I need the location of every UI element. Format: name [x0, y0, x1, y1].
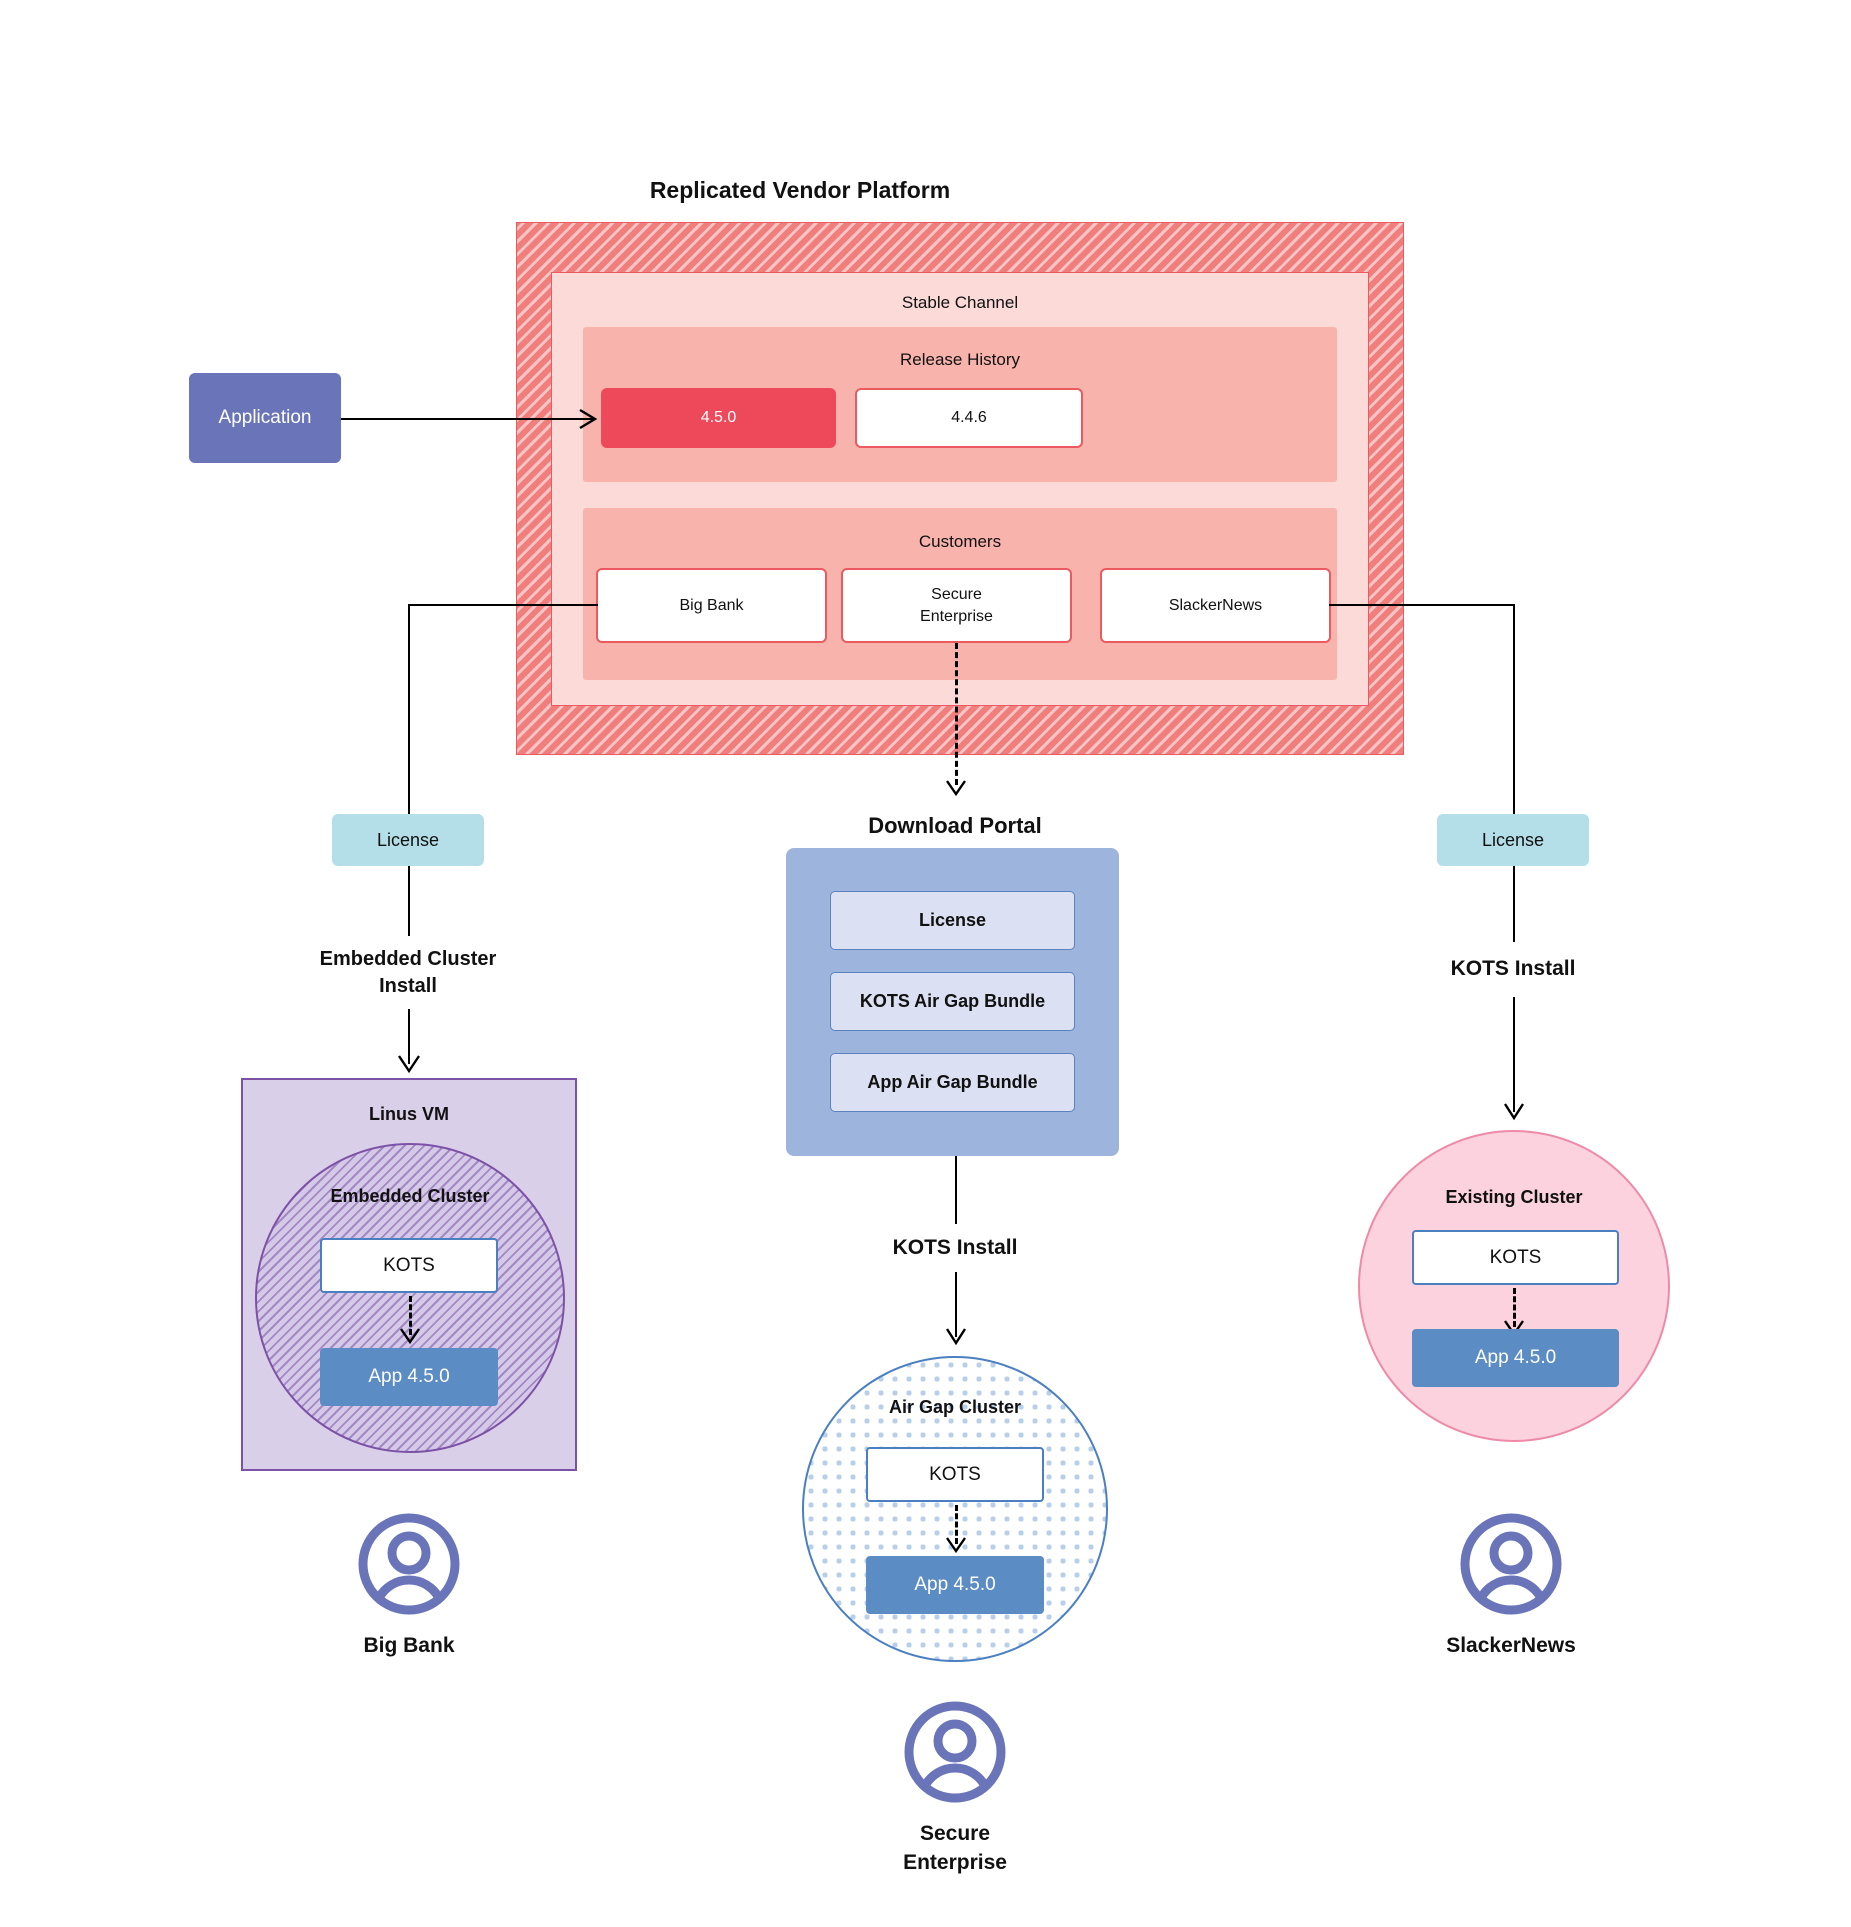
existing-cluster-label: Existing Cluster: [1445, 1186, 1583, 1207]
release-item-previous[interactable]: 4.4.6: [855, 388, 1083, 448]
arrow-head-icon-center-app: [946, 1537, 966, 1554]
connector-secure-enterprise-dashed: [955, 643, 958, 785]
app-version-box-existing[interactable]: App 4.5.0: [1412, 1329, 1619, 1387]
connector-kots-to-app-center: [955, 1505, 958, 1544]
arrow-head-icon-application: [579, 408, 598, 430]
arrow-head-icon-left-vm: [398, 1055, 420, 1074]
app-version-box-air-gap[interactable]: App 4.5.0: [866, 1556, 1044, 1614]
kots-box-air-gap[interactable]: KOTS: [866, 1447, 1044, 1502]
arrow-head-icon-left-app: [400, 1328, 420, 1345]
customer-item-secure-enterprise[interactable]: Secure Enterprise: [841, 568, 1072, 643]
connector-portal-down: [955, 1156, 957, 1224]
customer-label-secure-enterprise-line1: Secure: [919, 1822, 991, 1845]
license-box-right[interactable]: License: [1437, 814, 1589, 866]
connector-kots-to-app-right: [1513, 1288, 1516, 1327]
portal-item-app-air-gap-bundle[interactable]: App Air Gap Bundle: [830, 1053, 1075, 1112]
arrow-head-icon-center-cluster: [945, 1328, 967, 1346]
avatar-slackernews: [1459, 1512, 1563, 1616]
connector-license-left-down: [408, 866, 410, 936]
connector-bigbank-vertical: [408, 604, 410, 814]
kots-box-embedded[interactable]: KOTS: [320, 1238, 498, 1293]
existing-cluster-circle: [1358, 1130, 1670, 1442]
install-label-left-line2: Install: [379, 974, 437, 997]
download-portal-title: Download Portal: [868, 813, 1042, 838]
connector-right-to-cluster: [1513, 997, 1515, 1112]
license-box-left[interactable]: License: [332, 814, 484, 866]
user-avatar-icon: [904, 1701, 1006, 1803]
customer-item-secure-enterprise-label: Secure Enterprise: [920, 585, 993, 625]
app-version-box-embedded[interactable]: App 4.5.0: [320, 1348, 498, 1406]
customer-label-big-bank: Big Bank: [363, 1634, 455, 1657]
customer-item-big-bank[interactable]: Big Bank: [596, 568, 827, 643]
user-avatar-icon: [1460, 1513, 1562, 1615]
release-history-label: Release History: [900, 350, 1020, 369]
connector-left-to-vm: [408, 1009, 410, 1064]
portal-item-license[interactable]: License: [830, 891, 1075, 950]
release-item-current[interactable]: 4.5.0: [601, 388, 836, 448]
customer-label-secure-enterprise-line2: Enterprise: [903, 1851, 1007, 1874]
connector-slackernews-vertical: [1513, 604, 1515, 814]
customer-label-slackernews: SlackerNews: [1446, 1634, 1576, 1657]
avatar-big-bank: [357, 1512, 461, 1616]
kots-box-existing[interactable]: KOTS: [1412, 1230, 1619, 1285]
install-label-center: KOTS Install: [892, 1236, 1018, 1259]
customer-item-slackernews[interactable]: SlackerNews: [1100, 568, 1331, 643]
connector-application-to-release: [341, 418, 593, 420]
avatar-secure-enterprise: [903, 1700, 1007, 1804]
linux-vm-label: Linus VM: [369, 1103, 449, 1124]
install-label-right: KOTS Install: [1450, 957, 1576, 980]
air-gap-cluster-label: Air Gap Cluster: [888, 1396, 1022, 1417]
arrow-head-icon-center-portal: [946, 780, 966, 797]
customers-label: Customers: [918, 532, 1002, 551]
page-title: Replicated Vendor Platform: [649, 176, 951, 203]
connector-slackernews-horizontal: [1329, 604, 1515, 606]
connector-license-right-down: [1513, 866, 1515, 942]
stable-channel-label: Stable Channel: [901, 293, 1019, 312]
application-box[interactable]: Application: [189, 373, 341, 463]
install-label-left-line1: Embedded Cluster: [319, 947, 497, 970]
portal-item-kots-air-gap-bundle[interactable]: KOTS Air Gap Bundle: [830, 972, 1075, 1031]
connector-center-to-cluster: [955, 1272, 957, 1337]
embedded-cluster-label: Embedded Cluster: [330, 1185, 490, 1206]
connector-kots-to-app-left: [409, 1296, 412, 1335]
arrow-head-icon-right-cluster: [1503, 1103, 1525, 1121]
user-avatar-icon: [358, 1513, 460, 1615]
connector-bigbank-horizontal: [408, 604, 598, 606]
